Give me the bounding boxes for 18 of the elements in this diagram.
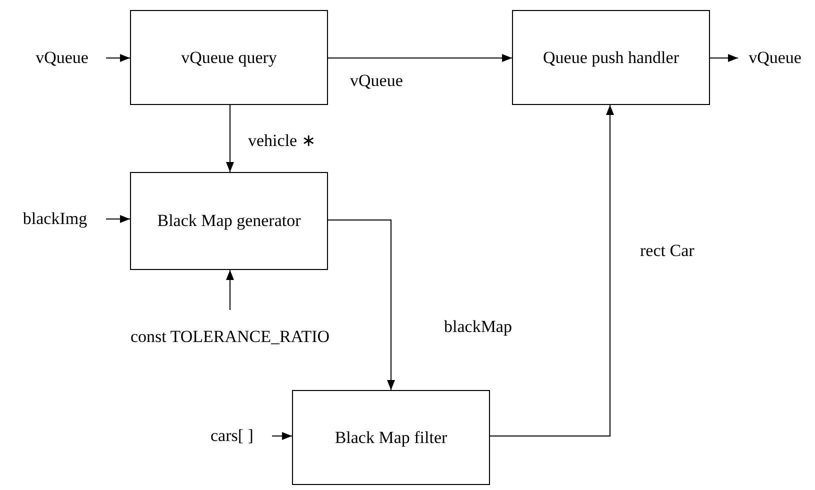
process-box: Black Map generator	[130, 172, 328, 270]
arrow	[328, 54, 512, 62]
input-label: const TOLERANCE_RATIO	[128, 312, 332, 362]
arrow	[226, 104, 234, 172]
arrow	[328, 220, 395, 390]
process-box: Queue push handler	[512, 10, 710, 105]
input-label: blackImg	[6, 207, 104, 231]
arrow	[106, 215, 130, 223]
arrow	[710, 54, 738, 62]
process-box: Black Map filter	[292, 390, 490, 485]
input-label: cars[ ]	[194, 424, 270, 448]
arrow	[272, 432, 292, 440]
process-box: vQueue query	[130, 10, 328, 105]
arrow	[490, 104, 614, 436]
arrow	[226, 270, 234, 310]
input-label: vQueue	[20, 46, 104, 70]
arrow	[106, 54, 130, 62]
input-label: vQueue	[736, 46, 814, 70]
